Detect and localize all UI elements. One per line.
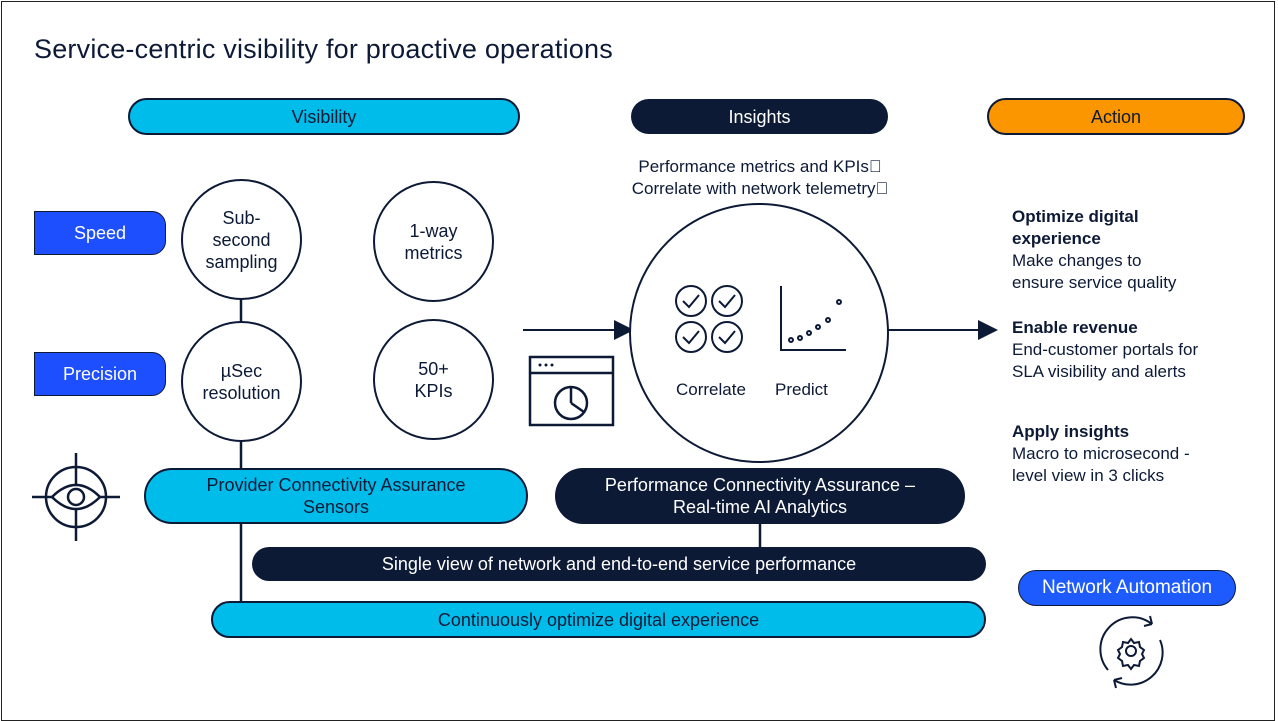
predict-label: Predict	[775, 380, 828, 399]
network-automation-label: Network Automation	[1041, 577, 1213, 598]
usec-circle: µSec resolution	[181, 321, 302, 442]
insights-line-1: Performance metrics and KPIs 	[638, 157, 882, 176]
analytics-circle	[629, 203, 889, 463]
sensors-label: Provider Connectivity Assurance Sensors	[206, 475, 466, 517]
single-view-label: Single view of network and end-to-end se…	[381, 554, 857, 574]
analytics-label: Performance Connectivity Assurance – Rea…	[604, 475, 916, 517]
single-view-bar: Single view of network and end-to-end se…	[252, 547, 986, 581]
kpis-label: 50+ KPIs	[414, 358, 453, 401]
action-label: Action	[1090, 106, 1142, 127]
optimize-label: Continuously optimize digital experience	[437, 609, 760, 630]
action-item-3: Apply insights Macro to microsecond - le…	[1012, 421, 1232, 487]
action-item-1-body: Make changes to ensure service quality	[1012, 251, 1177, 292]
action-item-3-body: Macro to microsecond - level view in 3 c…	[1012, 444, 1190, 485]
action-item-3-heading: Apply insights	[1012, 422, 1130, 441]
one-way-label: 1-way metrics	[404, 220, 463, 263]
visibility-label: Visibility	[291, 106, 357, 127]
optimize-bar: Continuously optimize digital experience	[211, 601, 986, 638]
speed-tab: Speed	[34, 211, 166, 255]
insights-line-2: Correlate with network telemetry 	[631, 179, 889, 198]
insights-header: Insights	[631, 99, 888, 134]
action-item-1-heading: Optimize digital experience	[1012, 207, 1139, 248]
action-item-2-body: End-customer portals for SLA visibility …	[1012, 340, 1199, 381]
speed-label: Speed	[73, 222, 127, 243]
network-automation-badge: Network Automation	[1018, 570, 1236, 606]
sub-second-circle: Sub-second sampling	[181, 179, 302, 300]
correlate-label: Correlate	[676, 380, 746, 399]
one-way-circle: 1-way metrics	[373, 181, 494, 302]
visibility-header: Visibility	[128, 98, 520, 135]
precision-label: Precision	[62, 363, 138, 384]
kpis-circle: 50+ KPIs	[373, 319, 494, 440]
usec-label: µSec resolution	[202, 360, 281, 403]
action-item-2: Enable revenue End-customer portals for …	[1012, 317, 1232, 383]
page-title: Service-centric visibility for proactive…	[34, 34, 613, 64]
sub-second-label: Sub-second sampling	[205, 207, 278, 272]
sensors-bar: Provider Connectivity Assurance Sensors	[144, 468, 528, 524]
insights-label: Insights	[728, 106, 791, 127]
precision-tab: Precision	[34, 352, 166, 396]
action-item-2-heading: Enable revenue	[1012, 318, 1138, 337]
action-item-1: Optimize digital experience Make changes…	[1012, 206, 1232, 294]
action-header: Action	[987, 98, 1245, 135]
insights-description: Performance metrics and KPIs  Correlate …	[600, 156, 920, 200]
analytics-bar: Performance Connectivity Assurance – Rea…	[555, 468, 965, 524]
